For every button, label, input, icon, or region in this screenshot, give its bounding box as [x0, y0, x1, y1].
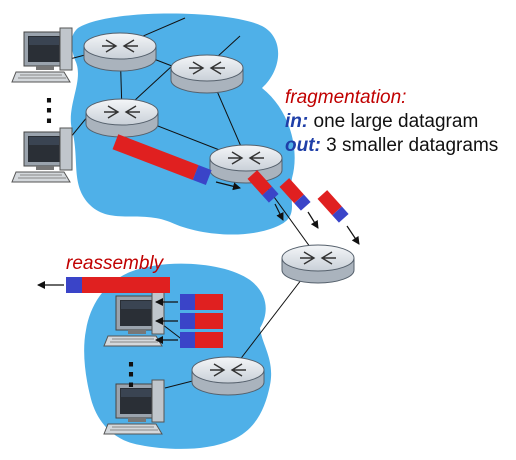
arrived-fragments — [180, 294, 223, 348]
arrow-icon — [307, 211, 319, 229]
ellipsis-bottom: ⋮ — [116, 358, 146, 391]
out-text: 3 smaller datagrams — [320, 135, 499, 156]
router-icon — [191, 356, 265, 396]
fragmentation-in-line: in: one large datagram — [285, 111, 478, 133]
in-key: in: — [285, 111, 309, 132]
router-icon — [83, 32, 157, 72]
in-text: one large datagram — [308, 111, 479, 132]
router-icon — [209, 144, 283, 184]
large-datagram — [112, 134, 212, 186]
fragmentation-out-line: out: 3 smaller datagrams — [285, 135, 498, 157]
fragment-datagram — [279, 178, 311, 211]
fragment-datagram — [247, 170, 279, 203]
fragment-datagram — [317, 190, 349, 223]
router-icon — [85, 98, 159, 138]
router-icon — [170, 54, 244, 94]
router-icon — [281, 244, 355, 284]
arrow-icon — [215, 181, 241, 191]
computer-icon — [11, 27, 73, 83]
computer-icon — [11, 127, 73, 183]
fragmentation-label: fragmentation: — [285, 87, 407, 108]
out-key: out: — [285, 135, 321, 156]
arrow-icon — [346, 225, 360, 245]
reassembled-datagram — [66, 277, 170, 293]
reassembly-label: reassembly — [66, 253, 164, 274]
arrow-icon — [274, 203, 284, 221]
ellipsis-top: ⋮ — [34, 94, 64, 127]
